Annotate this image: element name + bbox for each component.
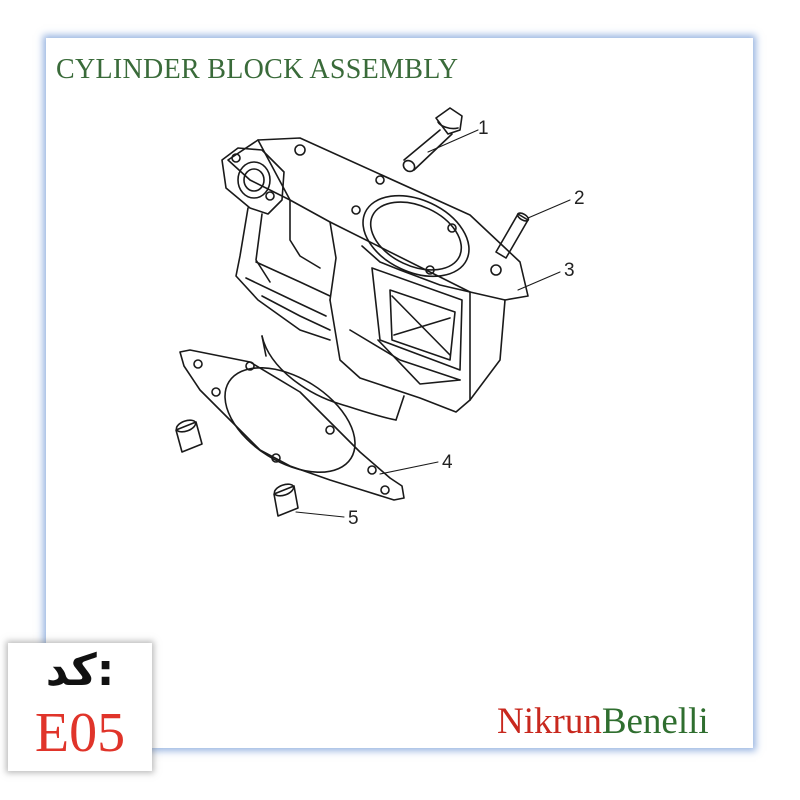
leader-lines (295, 129, 571, 518)
dowel-pin-part (495, 212, 530, 259)
code-value: E05 (34, 702, 126, 764)
diagram-card (46, 38, 753, 748)
callout-3: 3 (564, 260, 575, 281)
dowel-sleeve-part (175, 419, 299, 517)
gasket-part (179, 349, 405, 501)
brand-part-2: Benelli (601, 701, 709, 742)
part-code-box: کد: E05 (8, 643, 152, 771)
brand-logo-text: NikrunBenelli (497, 700, 709, 743)
code-label: کد: (45, 645, 115, 696)
bolt-part (402, 107, 463, 173)
callout-4: 4 (442, 452, 453, 473)
brand-part-1: Nikrun (497, 701, 602, 742)
callout-5: 5 (348, 508, 359, 529)
diagram-title: CYLINDER BLOCK ASSEMBLY (56, 54, 459, 85)
cylinder-block-part (221, 137, 529, 421)
callout-2: 2 (574, 188, 585, 209)
callout-1: 1 (478, 118, 489, 139)
